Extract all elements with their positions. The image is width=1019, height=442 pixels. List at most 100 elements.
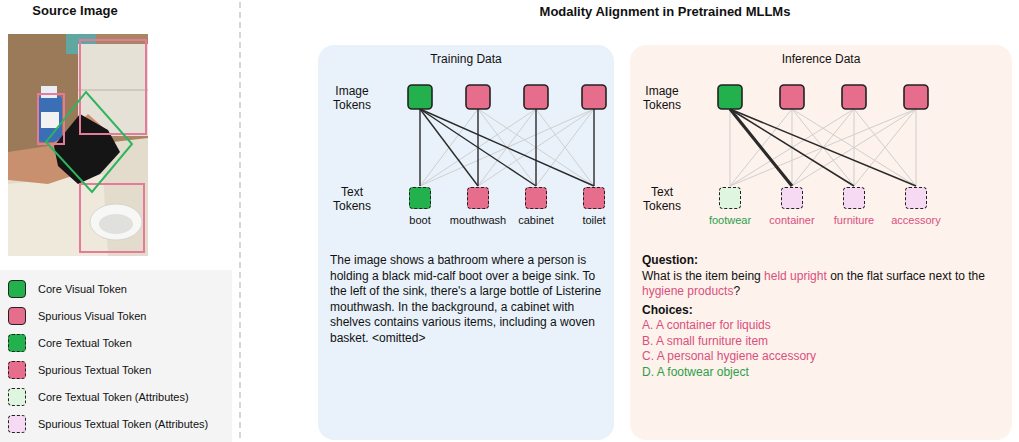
alignment-line	[730, 109, 731, 186]
legend-text: Core Textual Token	[38, 337, 132, 349]
legend-row: Spurious Textual Token (Attributes)	[8, 414, 208, 434]
alignment-line	[730, 109, 854, 186]
alignment-line	[419, 109, 420, 186]
legend-swatch	[8, 415, 26, 433]
image-token	[842, 85, 866, 109]
legend-text: Spurious Visual Token	[38, 310, 146, 322]
alignment-line	[730, 109, 916, 186]
image-token	[780, 85, 804, 109]
caption-paragraph: The image shows a bathroom where a perso…	[330, 253, 602, 346]
token-square	[583, 187, 605, 209]
legend-text: Core Visual Token	[38, 283, 127, 295]
legend-row: Core Textual Token (Attributes)	[8, 387, 189, 407]
section-label: Question:	[642, 253, 1000, 269]
section-label: Choices:	[642, 303, 1000, 319]
alignment-line	[916, 109, 917, 186]
diagram-title: Modality Alignment in Pretrained MLLMs	[318, 4, 1012, 19]
legend-swatch	[8, 307, 26, 325]
row-label: Image Tokens	[326, 84, 378, 112]
section-heading: Source Image	[0, 4, 150, 18]
alignment-line	[792, 109, 916, 186]
panel-body: The image shows a bathroom where a perso…	[330, 253, 602, 346]
source-photo	[8, 34, 148, 256]
legend-row: Spurious Textual Token	[8, 360, 151, 380]
alignment-line	[536, 109, 594, 186]
row-label: Text Tokens	[326, 185, 378, 213]
alignment-line	[730, 109, 854, 186]
panel-heading: Training Data	[318, 52, 614, 66]
alignment-line	[420, 109, 594, 186]
question-segment: hygiene products	[642, 284, 733, 298]
row-label: Image Tokens	[636, 84, 688, 112]
alignment-line	[536, 109, 594, 186]
alignment-line	[478, 109, 594, 186]
image-token	[524, 85, 548, 109]
token-label: cabinet	[491, 214, 581, 227]
alignment-line	[477, 109, 478, 186]
question-segment: on the flat surface next to the	[830, 269, 985, 283]
question-text: What is the item being held upright on t…	[642, 269, 1000, 300]
token-label: footwear	[685, 214, 775, 227]
image-token	[408, 85, 432, 109]
token-label: toilet	[549, 214, 639, 227]
token-square	[905, 187, 927, 209]
text-token: mouthwash	[433, 187, 523, 227]
token-square	[409, 187, 431, 209]
panel-heading: Inference Data	[630, 52, 1012, 66]
question-segment: What is the item being	[642, 269, 761, 283]
legend-row: Core Textual Token	[8, 333, 132, 353]
text-token: container	[747, 187, 837, 227]
legend-row: Core Visual Token	[8, 279, 127, 299]
text-token: toilet	[549, 187, 639, 227]
alignment-line	[420, 109, 536, 186]
alignment-line	[593, 109, 594, 186]
token-square	[719, 187, 741, 209]
token-label: furniture	[809, 214, 899, 227]
alignment-line	[854, 109, 916, 186]
choice-text: C. A personal hygiene accessory	[642, 349, 1000, 365]
text-token: accessory	[871, 187, 961, 227]
data-panel: Inference DataQuestion:What is the item …	[630, 45, 1012, 440]
question-segment: held upright	[764, 269, 827, 283]
choice-text: B. A small furniture item	[642, 334, 1000, 350]
alignment-line	[730, 109, 792, 186]
row-label: Text Tokens	[636, 185, 688, 213]
alignment-line	[478, 109, 594, 186]
image-token	[466, 85, 490, 109]
token-square	[525, 187, 547, 209]
legend-text: Core Textual Token (Attributes)	[38, 391, 189, 403]
token-label: mouthwash	[433, 214, 523, 227]
legend-swatch	[8, 334, 26, 352]
alignment-line	[420, 109, 478, 186]
token-square	[843, 187, 865, 209]
alignment-lines	[630, 45, 1012, 440]
legend-ground	[0, 270, 232, 442]
token-square	[467, 187, 489, 209]
image-token	[582, 85, 606, 109]
alignment-line	[730, 109, 916, 186]
panel-body: Question:What is the item being held upr…	[642, 253, 1000, 380]
alignment-line	[420, 109, 536, 186]
choice-text: D. A footwear object	[642, 365, 1000, 381]
alignment-line	[730, 109, 792, 186]
question-segment: ?	[733, 284, 740, 298]
alignment-line	[420, 109, 478, 186]
alignment-line	[535, 109, 536, 186]
legend-swatch	[8, 280, 26, 298]
legend-swatch	[8, 361, 26, 379]
token-label: container	[747, 214, 837, 227]
image-token	[718, 85, 742, 109]
alignment-line	[854, 109, 916, 186]
text-token: furniture	[809, 187, 899, 227]
legend-text: Spurious Textual Token (Attributes)	[38, 418, 208, 430]
text-token: footwear	[685, 187, 775, 227]
alignment-line	[792, 109, 916, 186]
legend-text: Spurious Textual Token	[38, 364, 151, 376]
legend-swatch	[8, 388, 26, 406]
token-label: accessory	[871, 214, 961, 227]
image-token	[904, 85, 928, 109]
token-square	[781, 187, 803, 209]
alignment-line	[420, 109, 594, 186]
legend-row: Spurious Visual Token	[8, 306, 146, 326]
choice-text: A. A container for liquids	[642, 318, 1000, 334]
